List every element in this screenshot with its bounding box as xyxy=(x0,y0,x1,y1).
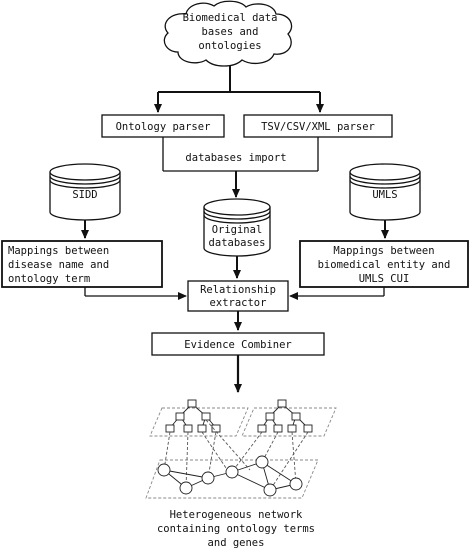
ontology-plane-left xyxy=(149,407,249,437)
tsv-parser-box: TSV/CSV/XML parser xyxy=(243,114,393,138)
umls-database: UMLS xyxy=(349,163,421,221)
mappings-umls-line-3: UMLS CUI xyxy=(359,273,410,285)
umls-label: UMLS xyxy=(372,189,397,201)
sidd-database: SIDD xyxy=(49,163,121,221)
ontology-term-nodes xyxy=(165,399,313,433)
network-illustration xyxy=(145,399,337,499)
parsers-merge-connector xyxy=(162,137,319,172)
evidence-combiner-label: Evidence Combiner xyxy=(184,339,291,351)
mappings-umls-line-1: Mappings between xyxy=(333,245,434,257)
mappings-disease-line-2: disease name and xyxy=(8,259,109,271)
original-db-line-1: Original xyxy=(212,224,263,236)
network-caption-line-3: and genes xyxy=(208,537,265,549)
network-caption: Heterogeneous network containing ontolog… xyxy=(157,509,315,549)
mappings-disease-line-3: ontology term xyxy=(8,273,90,285)
mappings-disease-line-1: Mappings between xyxy=(8,245,109,257)
cloud-shape xyxy=(163,0,293,67)
sidd-label: SIDD xyxy=(72,189,97,201)
ontology-plane-right xyxy=(241,407,337,437)
cloud-node: Biomedical data bases and ontologies xyxy=(163,0,293,67)
original-databases: Original databases xyxy=(203,198,271,257)
cloud-line-2: bases and xyxy=(202,26,259,38)
ontology-parser-box: Ontology parser xyxy=(101,114,225,138)
mappings-disease-box: Mappings between disease name and ontolo… xyxy=(1,240,163,288)
original-db-line-2: databases xyxy=(209,237,266,249)
relationship-extractor-box: Relationship extractor xyxy=(187,280,289,312)
ontology-parser-label: Ontology parser xyxy=(116,121,211,133)
databases-import-label: databases import xyxy=(185,152,286,164)
cloud-split-connector xyxy=(154,66,324,113)
network-caption-line-1: Heterogeneous network xyxy=(170,509,303,521)
evidence-combiner-box: Evidence Combiner xyxy=(151,332,325,356)
network-caption-line-2: containing ontology terms xyxy=(157,523,315,535)
relationship-extractor-line-1: Relationship xyxy=(200,284,276,296)
gene-nodes xyxy=(157,455,303,497)
cloud-line-1: Biomedical data xyxy=(183,12,278,24)
tsv-parser-label: TSV/CSV/XML parser xyxy=(261,121,375,133)
mappings-umls-box: Mappings between biomedical entity and U… xyxy=(299,240,469,288)
mapping-to-extractor-arrows xyxy=(84,287,385,300)
cloud-line-3: ontologies xyxy=(198,40,261,52)
relationship-extractor-line-2: extractor xyxy=(210,297,267,309)
mappings-umls-line-2: biomedical entity and xyxy=(318,259,451,271)
